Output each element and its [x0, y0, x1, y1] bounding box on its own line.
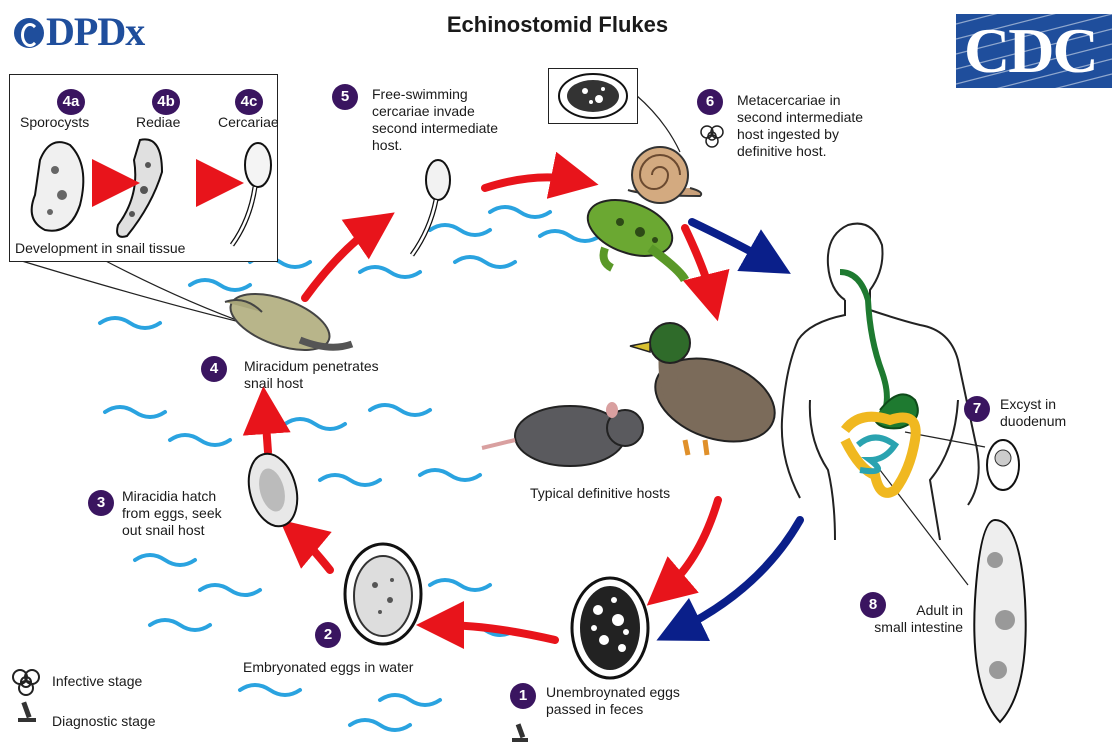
stage-4b-label: Rediae — [136, 114, 180, 131]
definitive-hosts-label: Typical definitive hosts — [530, 485, 670, 502]
first-snail-host — [223, 283, 352, 362]
stage-badge-3: 3 — [88, 490, 114, 516]
digestive-tract — [840, 272, 918, 493]
metacercaria-inset — [548, 68, 638, 124]
excysted-metacercaria — [987, 440, 1019, 490]
stage-badge-1: 1 — [510, 683, 536, 709]
stage-1-label: Unembroynated eggs passed in feces — [546, 684, 680, 718]
legend-diagnostic-label: Diagnostic stage — [52, 713, 156, 729]
stage-badge-4c: 4c — [235, 89, 263, 115]
rat-host — [482, 402, 643, 466]
free-swimming-cercaria — [412, 160, 450, 255]
stage-4-label: Miracidum penetrates snail host — [244, 358, 379, 392]
stage-badge-7: 7 — [964, 396, 990, 422]
stage-badge-4: 4 — [201, 356, 227, 382]
legend-infective-label: Infective stage — [52, 673, 142, 689]
stage-badge-4b: 4b — [152, 89, 180, 115]
stage-badge-6: 6 — [697, 89, 723, 115]
duck-host — [630, 323, 786, 457]
water-waves — [100, 207, 600, 730]
adult-fluke — [974, 520, 1025, 722]
stage-7-label: Excyst in duodenum — [1000, 396, 1066, 430]
metacercaria-cyst — [549, 69, 637, 123]
stage-3-label: Miracidia hatch from eggs, seek out snai… — [122, 488, 222, 539]
stage-badge-2: 2 — [315, 622, 341, 648]
stage-5-label: Free-swimming cercariae invade second in… — [372, 86, 498, 154]
stage-4a-label: Sporocysts — [20, 114, 89, 131]
stage-6-label: Metacercariae in second intermediate hos… — [737, 92, 863, 160]
stage6-biohazard-icon — [701, 126, 723, 147]
stage-4c-label: Cercariae — [218, 114, 279, 131]
second-snail-host — [628, 147, 701, 203]
biohazard-icon — [13, 670, 39, 695]
stage-badge-4a: 4a — [57, 89, 85, 115]
snail-development-inset: 4a Sporocysts 4b Rediae 4c Cercariae Dev… — [9, 74, 278, 262]
stage-2-label: Embryonated eggs in water — [243, 659, 413, 676]
embryonated-egg — [345, 544, 421, 644]
stage-8-label: Adult in small intestine — [853, 602, 963, 636]
unembryonated-egg — [572, 578, 648, 678]
stage1-microscope-icon — [512, 723, 528, 742]
miracidium — [241, 448, 305, 531]
inset-caption: Development in snail tissue — [15, 240, 185, 257]
microscope-icon — [18, 701, 36, 722]
frog-host — [580, 189, 685, 280]
stage-badge-5: 5 — [332, 84, 358, 110]
